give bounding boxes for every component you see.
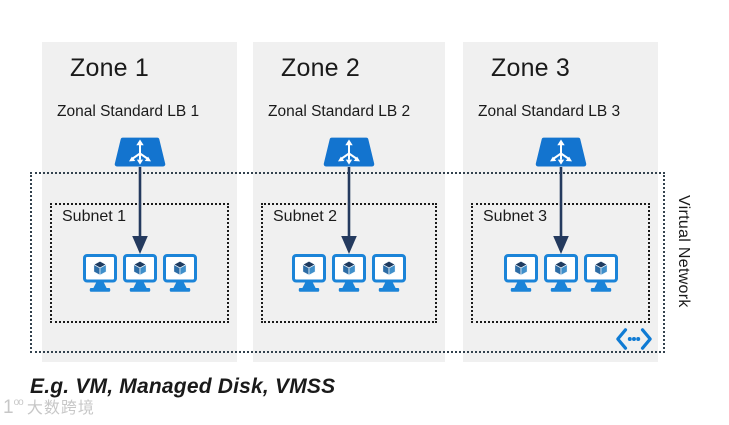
vm-icon — [503, 254, 538, 294]
zone-2-panel: Zone 2 Zonal Standard LB 2 Subnet 2 — [253, 42, 445, 362]
diagram-caption: E.g. VM, Managed Disk, VMSS — [30, 375, 336, 398]
watermark-logo: 1 — [3, 397, 14, 418]
subnet-1-label: Subnet 1 — [62, 208, 127, 225]
down-arrow-icon — [339, 167, 359, 255]
zone-2-lb-label: Zonal Standard LB 2 — [268, 103, 411, 120]
down-arrow-icon — [551, 167, 570, 255]
vm-icon — [332, 254, 366, 294]
vm-icon — [122, 254, 157, 294]
virtual-network-label: Virtual Network — [675, 195, 692, 308]
vm-icon — [583, 254, 618, 294]
vm-group — [473, 254, 648, 294]
zone-1-lb-label: Zonal Standard LB 1 — [57, 103, 200, 120]
vm-group — [263, 254, 435, 294]
zone-2-title: Zone 2 — [281, 54, 361, 82]
zone-1-panel: Zone 1 Zonal Standard LB 1 Subnet 1 — [42, 42, 237, 362]
watermark: 1oo 大数跨境 — [3, 394, 95, 419]
virtual-network-icon — [616, 328, 652, 350]
vm-icon — [82, 254, 117, 294]
down-arrow-icon — [130, 167, 149, 255]
vm-group — [52, 254, 227, 294]
vm-icon — [162, 254, 197, 294]
zone-3-lb-label: Zonal Standard LB 3 — [478, 103, 621, 120]
watermark-brand: 大数跨境 — [26, 400, 95, 417]
subnet-2-label: Subnet 2 — [273, 208, 338, 225]
load-balancer-icon — [323, 137, 375, 167]
vm-icon — [543, 254, 578, 294]
load-balancer-icon — [113, 137, 166, 167]
vm-icon — [292, 254, 326, 294]
zone-1-title: Zone 1 — [70, 54, 150, 82]
zone-3-panel: Zone 3 Zonal Standard LB 3 Subnet 3 — [463, 42, 658, 362]
subnet-3-label: Subnet 3 — [483, 208, 548, 225]
watermark-logo-sup: oo — [13, 397, 24, 408]
load-balancer-icon — [534, 137, 587, 167]
vm-icon — [372, 254, 406, 294]
zone-3-title: Zone 3 — [491, 54, 571, 82]
